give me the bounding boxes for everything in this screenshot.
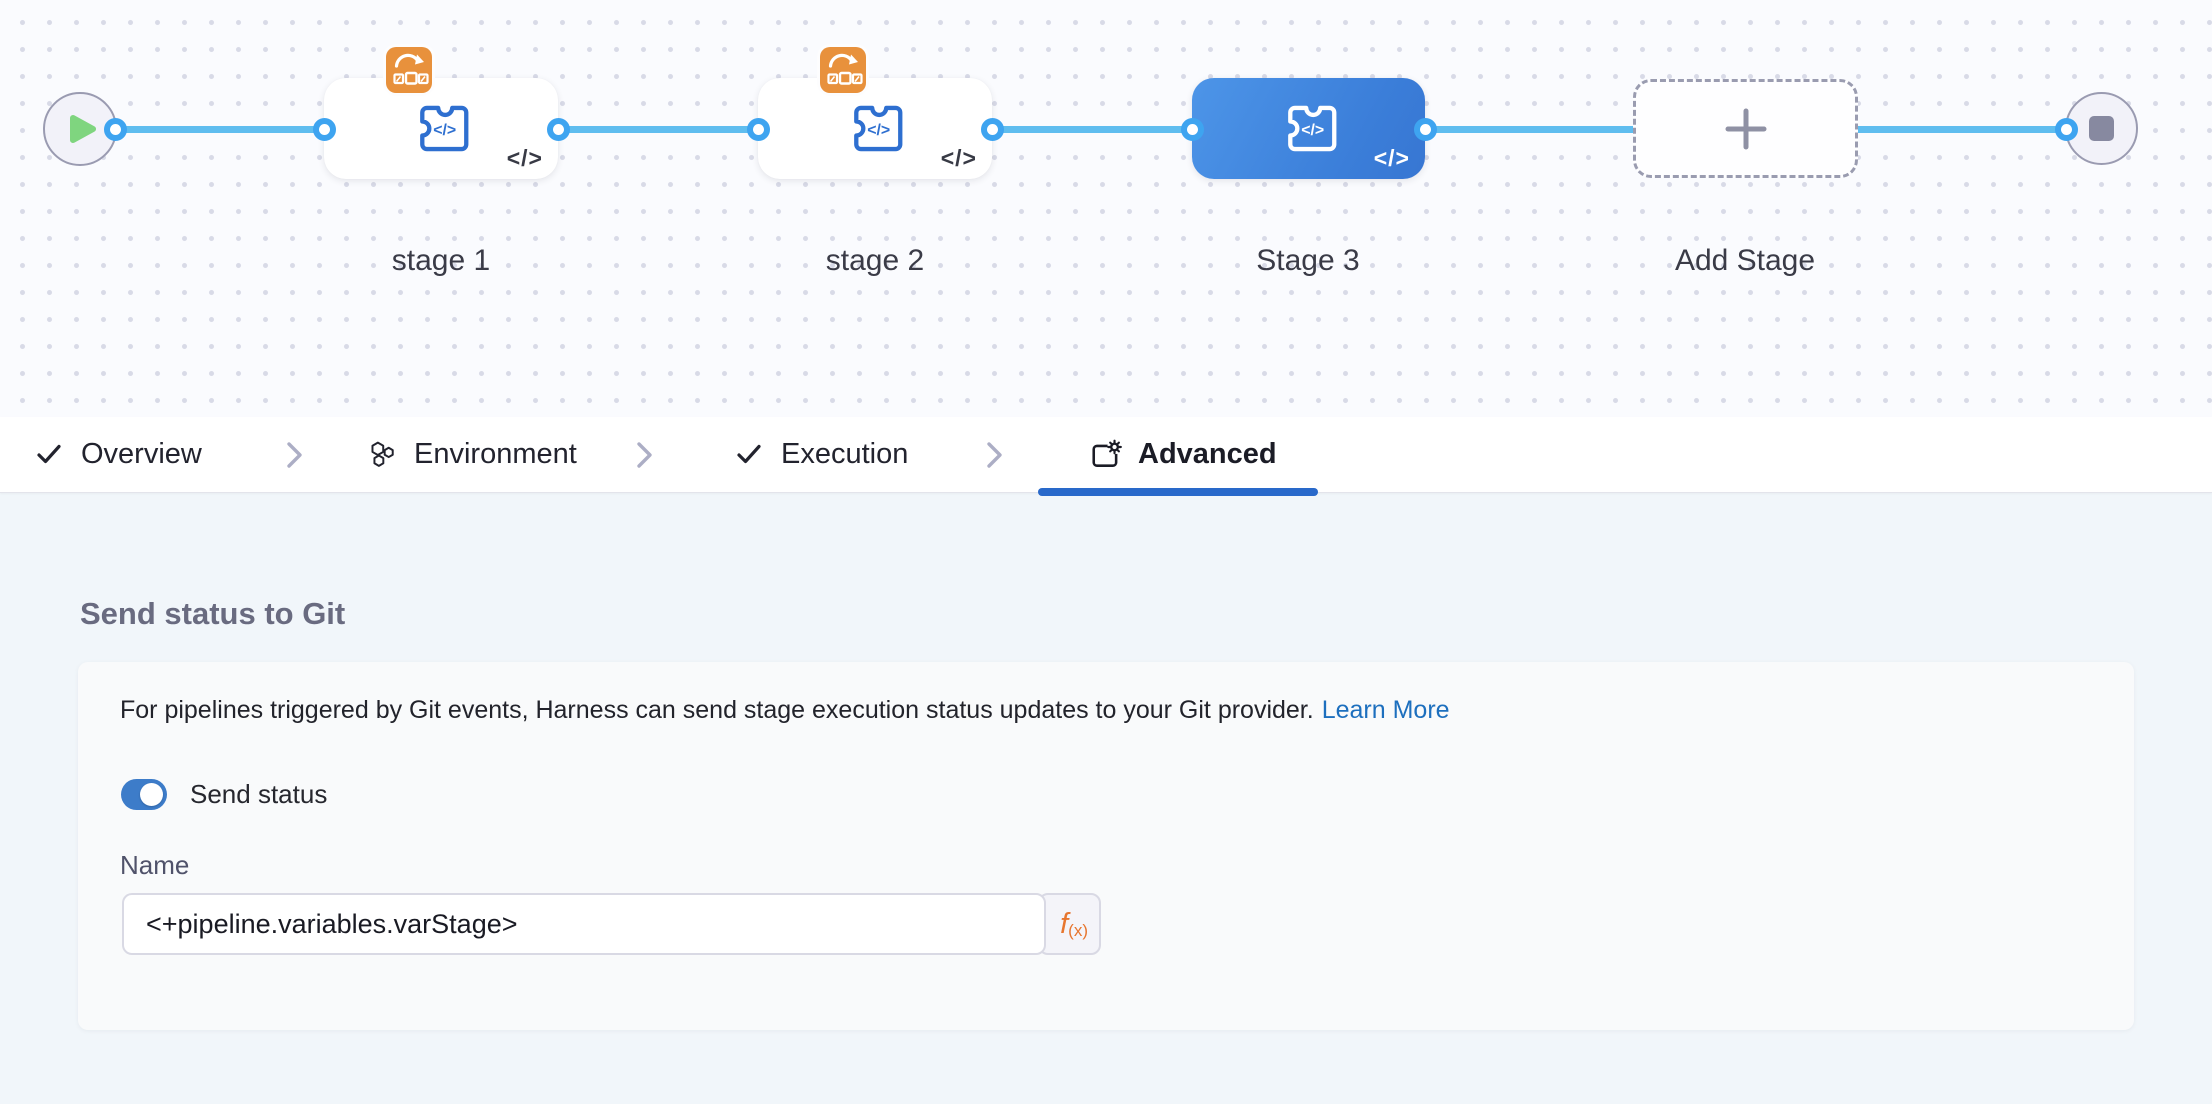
plus-icon — [1725, 108, 1766, 149]
connector-port[interactable] — [312, 117, 336, 141]
stage-tab-bar: Overview Environment Execution — [0, 417, 2212, 496]
toggle-knob — [140, 783, 163, 806]
custom-stage-icon: </> — [1287, 105, 1336, 152]
stage-node-stage-1[interactable]: </> </> — [324, 78, 558, 179]
add-stage-button[interactable] — [1633, 79, 1858, 178]
connector-port[interactable] — [2054, 117, 2078, 141]
pipeline-canvas[interactable]: </> </> </> </> — [0, 0, 2212, 417]
tab-label: Advanced — [1138, 438, 1277, 470]
chevron-right-icon — [287, 442, 302, 468]
connector-port[interactable] — [546, 117, 570, 141]
name-field-label: Name — [120, 850, 190, 880]
connector-port[interactable] — [746, 117, 770, 141]
yaml-code-toggle-glyph: </> — [940, 145, 977, 171]
stop-icon — [2089, 116, 2114, 141]
pipeline-start-node — [43, 92, 117, 166]
svg-text:</>: </> — [867, 122, 890, 139]
stage-label: stage 2 — [825, 244, 925, 277]
connector-port[interactable] — [1180, 117, 1204, 141]
play-icon — [70, 115, 96, 143]
stage-label: Add Stage — [1674, 244, 1816, 277]
check-icon — [37, 444, 61, 463]
check-icon — [737, 444, 761, 463]
learn-more-link[interactable]: Learn More — [1321, 696, 1450, 724]
environment-hexagons-icon — [371, 441, 394, 467]
custom-stage-icon: </> — [420, 105, 469, 152]
svg-text:</>: </> — [1301, 122, 1324, 139]
send-status-row: Send status — [121, 779, 327, 810]
connector-port[interactable] — [1413, 117, 1437, 141]
expression-fx-button[interactable]: f(x) — [1038, 893, 1101, 955]
advanced-gear-icon — [1092, 438, 1122, 467]
stage-node-stage-3-selected[interactable]: </> </> — [1192, 78, 1425, 179]
tab-advanced[interactable]: Advanced — [1090, 417, 1277, 492]
tab-environment[interactable]: Environment — [367, 417, 577, 492]
send-status-panel: For pipelines triggered by Git events, H… — [78, 662, 2134, 1030]
connector-port[interactable] — [980, 117, 1004, 141]
fx-icon-sub: (x) — [1068, 921, 1088, 940]
tab-label: Execution — [781, 438, 909, 470]
tab-label: Environment — [414, 438, 577, 470]
name-input[interactable] — [122, 893, 1046, 955]
section-title: Send status to Git — [80, 596, 346, 631]
chevron-right-icon — [637, 442, 652, 468]
toggle-label: Send status — [190, 779, 328, 809]
description-text: For pipelines triggered by Git events, H… — [120, 696, 1314, 724]
yaml-code-toggle-glyph: </> — [506, 145, 543, 171]
active-tab-underline — [1038, 488, 1318, 496]
svg-text:</>: </> — [433, 122, 456, 139]
advanced-tab-content: Send status to Git For pipelines trigger… — [0, 493, 2212, 1104]
send-status-toggle[interactable] — [121, 779, 167, 810]
name-input-group: f(x) — [122, 893, 1101, 955]
custom-stage-icon: </> — [854, 105, 903, 152]
panel-description: For pipelines triggered by Git events, H… — [120, 696, 1450, 725]
pipeline-connector-line — [115, 125, 2066, 133]
stage-label: stage 1 — [391, 244, 491, 277]
rollback-steps-badge-icon — [386, 47, 432, 93]
stage-node-stage-2[interactable]: </> </> — [758, 78, 992, 179]
yaml-code-toggle-glyph: </> — [1373, 145, 1410, 171]
connector-port[interactable] — [103, 117, 127, 141]
rollback-steps-badge-icon — [820, 47, 866, 93]
stage-label: Stage 3 — [1256, 244, 1360, 277]
tab-execution[interactable]: Execution — [735, 417, 908, 492]
tab-overview[interactable]: Overview — [35, 417, 202, 492]
chevron-right-icon — [987, 442, 1002, 468]
tab-label: Overview — [81, 438, 202, 470]
fx-icon: f — [1060, 907, 1069, 940]
